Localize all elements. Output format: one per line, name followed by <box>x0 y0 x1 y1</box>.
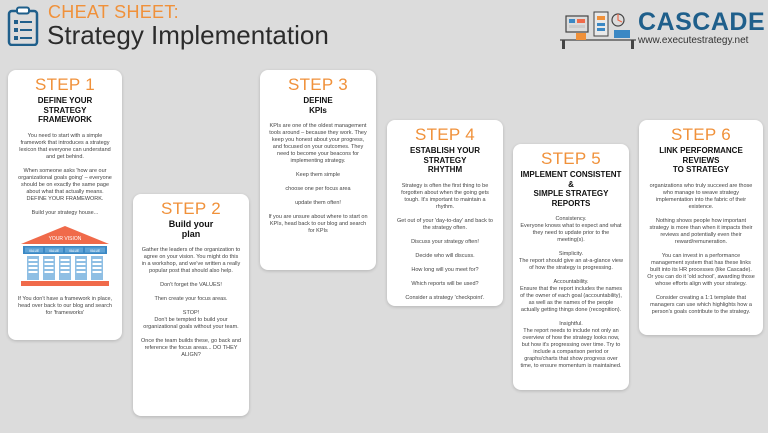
step-paragraph: When someone asks 'how are our organizat… <box>18 167 112 202</box>
house-value-label: VALUE <box>29 248 39 252</box>
step-title-line: ESTABLISH YOUR STRATEGY <box>410 146 480 165</box>
step-paragraph: Build your strategy house... <box>31 209 99 216</box>
step-number: STEP 5 <box>540 149 602 168</box>
step-paragraph: How long will you meet for? <box>411 266 479 273</box>
step-card-4: STEP 4 ESTABLISH YOUR STRATEGY RHYTHM St… <box>387 120 503 306</box>
brand-name: CASCADE <box>638 8 766 36</box>
step-paragraph: STOP! Don't be tempted to build your org… <box>143 310 239 330</box>
strategy-house-diagram: YOUR VISION VALUE VALUE VALUE VALUE <box>21 225 109 286</box>
house-roof <box>21 225 109 244</box>
header: CHEAT SHEET: Strategy Implementation CAS… <box>0 0 768 58</box>
step-paragraph: Consider creating a 1:1 template that ma… <box>650 294 752 315</box>
step-title-line: LINK PERFORMANCE REVIEWS <box>659 146 743 165</box>
step-number: STEP 1 <box>34 75 96 94</box>
step-paragraph: If You don't have a framework in place, … <box>17 295 113 316</box>
step-paragraph: Keep them simple <box>295 172 341 178</box>
step-title-line: DEFINE <box>303 96 333 105</box>
step-paragraph: choose one per focus area <box>285 186 351 192</box>
step-card-2: STEP 2 Build your plan Gather the leader… <box>133 194 249 416</box>
step-title-line: Build your <box>168 219 214 229</box>
step-title: IMPLEMENT CONSISTENT & SIMPLE STRATEGY R… <box>519 170 623 208</box>
step-title: DEFINE YOUR STRATEGY FRAMEWORK <box>16 96 114 125</box>
step-paragraph: Insightful. The report needs to include … <box>520 321 622 369</box>
step-number: STEP 3 <box>287 75 349 94</box>
step-title-line: FRAMEWORK <box>38 115 92 124</box>
step-paragraph: organizations who truly succeed are thos… <box>649 182 753 210</box>
step-title-line: KPIs <box>309 105 327 115</box>
step-title-line: RHYTHM <box>427 165 463 174</box>
step-title-line: IMPLEMENT CONSISTENT & <box>520 170 622 189</box>
step-title-line: DEFINE YOUR STRATEGY <box>37 96 93 115</box>
step-paragraph: Simplicity. The report should give an at… <box>519 251 623 271</box>
page-title: Strategy Implementation <box>47 20 329 50</box>
step-paragraph: KPIs are one of the oldest management to… <box>269 123 367 164</box>
step-paragraph: Decide who will discuss. <box>415 252 475 259</box>
house-vision-label: YOUR VISION <box>49 236 82 242</box>
step-paragraph: Once the team builds these, go back and … <box>141 338 241 358</box>
step-card-6: STEP 6 LINK PERFORMANCE REVIEWS TO STRAT… <box>639 120 763 335</box>
step-paragraph: Nothing shows people how important strat… <box>649 217 753 245</box>
brand-logo[interactable]: CASCADE www.executestrategy.net <box>558 4 766 52</box>
step-title: Build your plan <box>141 219 241 239</box>
step-paragraph: You need to start with a simple framewor… <box>19 132 111 160</box>
step-paragraph: Consistency. Everyone knows what to expe… <box>520 216 622 243</box>
step-title: ESTABLISH YOUR STRATEGY RHYTHM <box>395 146 495 175</box>
step-paragraph: Don't forget the VALUES! <box>160 282 222 288</box>
cheat-sheet-kicker: CHEAT SHEET: <box>48 2 179 22</box>
step-title-line: TO STRATEGY <box>672 165 730 174</box>
step-paragraph: Consider a strategy 'checkpoint'. <box>405 294 485 301</box>
step-title: DEFINE KPIs <box>268 96 368 115</box>
step-paragraph: Then create your focus areas. <box>154 296 228 302</box>
step-card-3: STEP 3 DEFINE KPIs KPIs are one of the o… <box>260 70 376 270</box>
brand-illustration-icon <box>560 11 636 49</box>
step-title-line: SIMPLE STRATEGY REPORTS <box>533 189 609 208</box>
step-card-1: STEP 1 DEFINE YOUR STRATEGY FRAMEWORK Yo… <box>8 70 122 340</box>
step-card-5: STEP 5 IMPLEMENT CONSISTENT & SIMPLE STR… <box>513 144 629 390</box>
step-paragraph: Strategy is often the first thing to be … <box>401 182 489 210</box>
house-value-label: VALUE <box>90 248 100 252</box>
step-number: STEP 2 <box>160 199 222 218</box>
step-paragraph: If you are unsure about where to start o… <box>268 214 368 234</box>
step-paragraph: Which reports will be used? <box>411 280 479 287</box>
step-paragraph: You can invest in a performance manageme… <box>647 252 755 287</box>
step-title-line: plan <box>181 228 201 239</box>
step-paragraph: Discuss your strategy often! <box>411 238 479 245</box>
brand-url-link[interactable]: www.executestrategy.net <box>638 35 749 46</box>
house-value-label: VALUE <box>49 248 59 252</box>
step-number: STEP 6 <box>670 125 732 144</box>
step-paragraph: Accountability. Ensure that the report i… <box>519 279 623 313</box>
house-pillars <box>27 255 103 280</box>
step-paragraph: update them often! <box>295 200 341 206</box>
step-number: STEP 4 <box>414 125 476 144</box>
step-paragraph: Get out of your 'day-to-day' and back to… <box>397 217 493 231</box>
house-value-label: VALUE <box>69 248 79 252</box>
house-foundation <box>21 280 109 286</box>
step-title: LINK PERFORMANCE REVIEWS TO STRATEGY <box>647 146 755 175</box>
clipboard-icon <box>7 6 39 46</box>
step-paragraph: Gather the leaders of the organization t… <box>141 247 241 274</box>
